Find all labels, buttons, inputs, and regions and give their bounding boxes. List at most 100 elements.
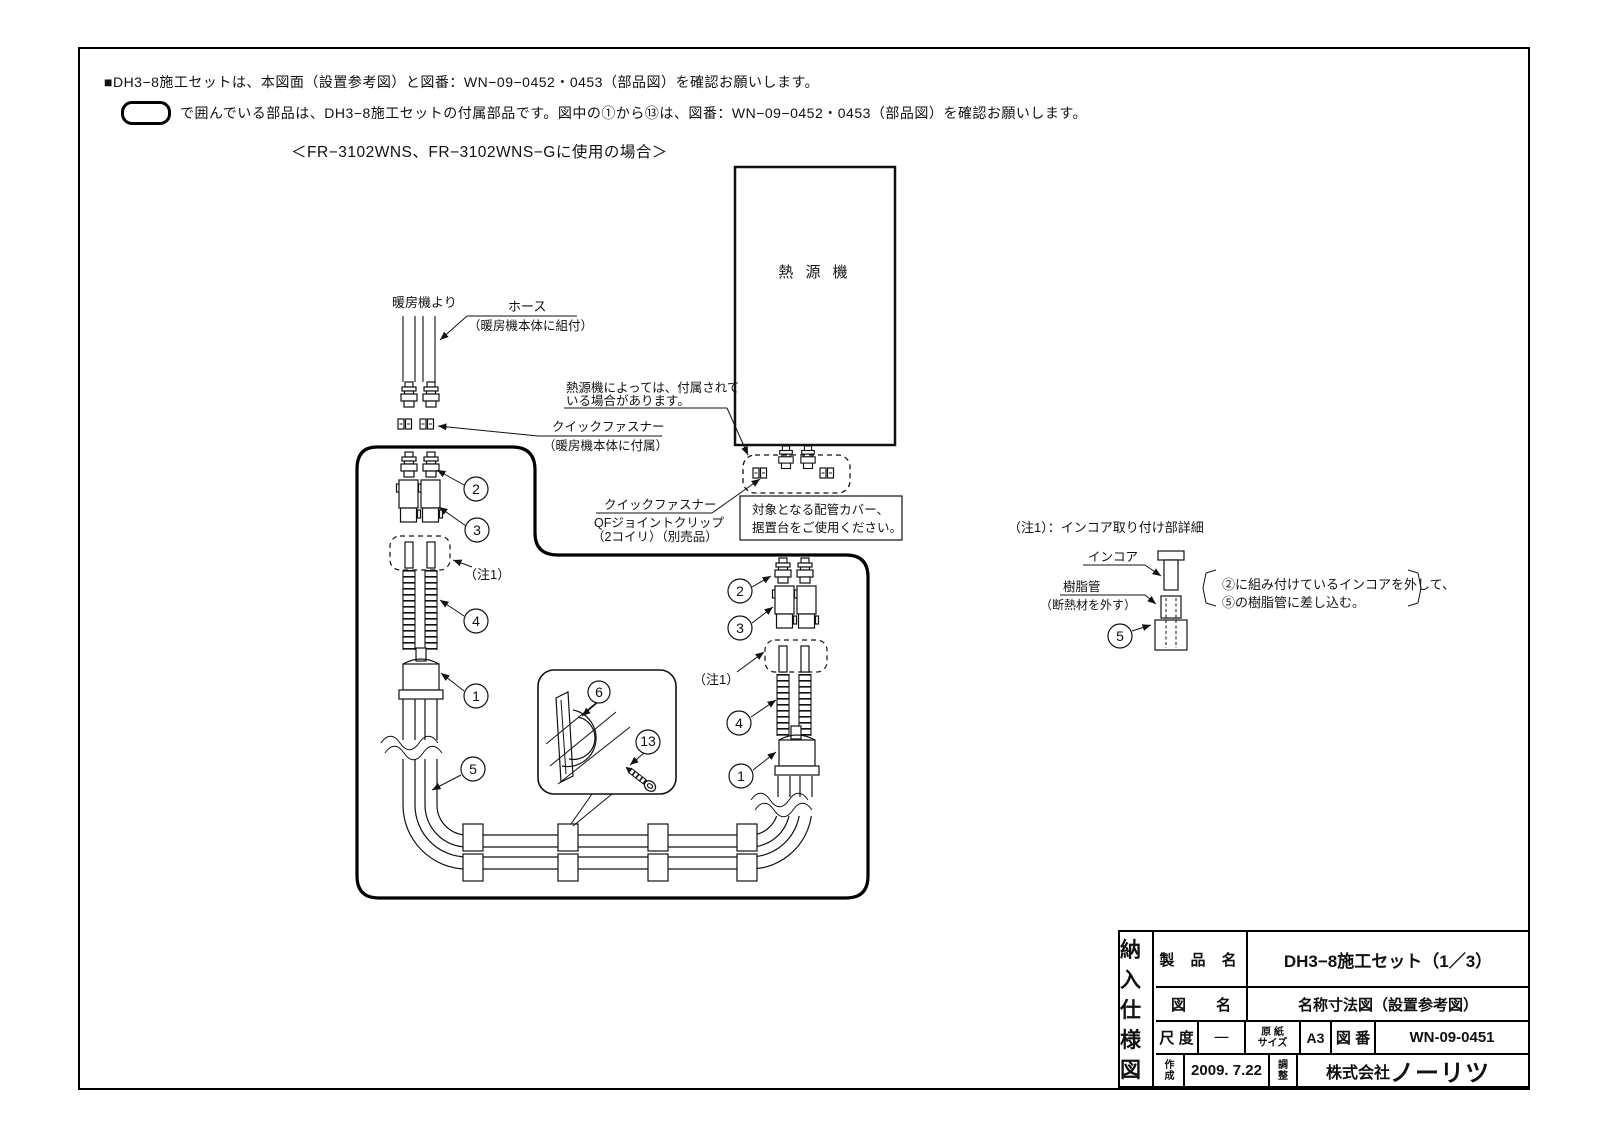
heat-source-outlet-group <box>742 445 851 494</box>
note-line-2-text: で囲んでいる部品は、DH3−8施工セットの付属部品です。図中の①から⑬は、図番：… <box>180 105 1088 121</box>
adjust-label-line1: 調 <box>1278 1059 1288 1071</box>
right-parts-column <box>764 557 828 776</box>
qf-attachment-dashed-outline <box>742 454 851 494</box>
quick-fastener-symbol <box>397 418 413 430</box>
part-2-callout <box>727 578 753 604</box>
created-date: 2009. 7.22 <box>1185 1055 1270 1086</box>
quick-fastener-label: クイックファスナー <box>552 420 665 434</box>
part-4-callout <box>463 608 489 634</box>
from-heater-label: 暖房機より <box>392 295 457 310</box>
part-4-callout <box>726 710 752 736</box>
drawing-sheet-border <box>78 47 1530 1090</box>
part-4-number: 4 <box>472 613 480 629</box>
part-callouts-left: 2 3 （注1） 4 1 5 <box>431 469 510 791</box>
created-label-line1: 作 <box>1164 1059 1175 1071</box>
pipe-cover-note-line2: 据置台をご使用ください。 <box>752 520 902 535</box>
heat-source-label: 熱 源 機 <box>778 264 851 281</box>
part-1-callout <box>728 763 754 789</box>
incore-position-dashed-outline <box>389 535 451 571</box>
part-3-number: 3 <box>473 522 481 538</box>
incore-part-body <box>1163 559 1179 591</box>
paper-size-label-line1: 原 紙 <box>1261 1026 1284 1038</box>
pipe-break-symbol <box>750 792 809 808</box>
resin-pipe-label: 樹脂管 <box>1063 579 1101 594</box>
incore-detail: （注1）：インコア取り付け部詳細 インコア 樹脂管 （断熱材を外す） 5 ②に組… <box>1008 520 1455 651</box>
incore-detail-title: （注1）：インコア取り付け部詳細 <box>1008 520 1204 535</box>
part-callouts-right: 2 3 （注1） 4 1 <box>693 575 777 789</box>
enclosure-marker-shape <box>121 101 171 125</box>
part-2-number: 2 <box>472 481 480 497</box>
part-1-number: 1 <box>737 768 745 784</box>
qf-clip-sublabel1: QFジョイントクリップ <box>594 516 724 530</box>
product-name-value: DH3−8施工セット（1／3） <box>1248 932 1528 988</box>
title-block-side-label: 納入仕様図 <box>1120 932 1154 1086</box>
created-label: 作 成 <box>1156 1055 1185 1086</box>
scale-label: 尺 度 <box>1156 1022 1199 1055</box>
title-block: 納入仕様図 製 品 名 DH3−8施工セット（1／3） 図 名 名称寸法図（設置… <box>1118 930 1530 1088</box>
adjust-label-line2: 整 <box>1278 1070 1288 1082</box>
quick-fastener-symbol <box>752 467 768 479</box>
incore-instruction-line2: ⑤の樹脂管に差し込む。 <box>1222 595 1365 610</box>
pipe-cover-note-line1: 対象となる配管カバー、 <box>752 502 889 517</box>
part-5-number: 5 <box>1116 628 1124 644</box>
company-cell: 株式会社 ノーリツ <box>1298 1055 1528 1087</box>
part-6-number: 6 <box>595 684 603 700</box>
note-line-1: ■DH3−8施工セットは、本図面（設置参考図）と図番：WN−09−0452・04… <box>104 74 820 90</box>
note1-ref-left: （注1） <box>464 567 510 582</box>
heat-source-note-line1: 熱源機によっては、付属されて <box>566 380 739 395</box>
drawing-no-value: WN-09-0451 <box>1376 1022 1528 1055</box>
paper-size-label: 原 紙 サイズ <box>1246 1022 1301 1055</box>
part-2-callout <box>463 476 489 502</box>
quick-fastener-symbol <box>819 467 835 479</box>
part-4-number: 4 <box>735 715 743 731</box>
heater-hose-group <box>397 316 440 430</box>
part-3-callout <box>464 517 490 543</box>
paper-size-value: A3 <box>1301 1022 1332 1055</box>
left-parts-column <box>389 451 451 700</box>
hose-sublabel: （暖房機本体に組付） <box>468 318 593 333</box>
screw-part <box>625 766 657 792</box>
resin-pipe-part <box>1160 595 1182 619</box>
part-3-callout <box>727 615 753 641</box>
scale-value: 一 <box>1199 1022 1246 1055</box>
part-1-number: 1 <box>472 688 480 704</box>
clamp-detail-inset <box>537 669 677 827</box>
note-line-2: で囲んでいる部品は、DH3−8施工セットの付属部品です。図中の①から⑬は、図番：… <box>121 101 1087 125</box>
heat-source-note-line2: いる場合があります。 <box>566 393 690 408</box>
product-name-label: 製 品 名 <box>1156 932 1248 988</box>
drawing-name-label: 図 名 <box>1156 988 1248 1022</box>
incore-part-cap <box>1157 550 1185 561</box>
connection-pipes <box>380 699 814 882</box>
pipe-clamps <box>462 823 758 882</box>
created-label-line2: 成 <box>1164 1070 1175 1082</box>
part-5-callout <box>460 756 486 782</box>
pipe-cover-note-box: 対象となる配管カバー、 据置台をご使用ください。 <box>739 495 903 541</box>
paper-size-label-line2: サイズ <box>1257 1037 1288 1049</box>
quick-fastener-symbol <box>419 418 435 430</box>
part-2-number: 2 <box>736 583 744 599</box>
part-1-callout <box>463 683 489 709</box>
usage-model-line: ＜FR−3102WNS、FR−3102WNS−Gに使用の場合＞ <box>291 144 668 161</box>
incore-instruction-line1: ②に組み付けているインコアを外して、 <box>1222 577 1455 592</box>
part-callouts-inset: 6 13 <box>581 680 661 766</box>
note1-ref-right: （注1） <box>693 672 739 687</box>
drawing-name-value: 名称寸法図（設置参考図） <box>1248 988 1528 1022</box>
bracket-right <box>1407 569 1422 607</box>
kit-enclosure-outline <box>355 445 870 900</box>
resin-pipe-sublabel: （断熱材を外す） <box>1040 597 1136 612</box>
part-3-number: 3 <box>736 620 744 636</box>
adjust-label: 調 整 <box>1270 1055 1298 1086</box>
qf-clip-sublabel2: （2コイリ）（別売品） <box>592 529 718 544</box>
part-6-callout <box>587 680 611 704</box>
drawing-no-label: 図 番 <box>1332 1022 1376 1055</box>
part-13-number: 13 <box>640 733 656 749</box>
company-logo-text: ノーリツ <box>1390 1060 1490 1087</box>
part-13-callout <box>635 729 661 755</box>
heat-source-unit: 熱 源 機 <box>733 165 897 447</box>
incore-label: インコア <box>1088 550 1138 564</box>
qf-clip-label: クイックファスナー <box>604 498 717 512</box>
pipe-clamp-part <box>545 691 631 785</box>
quick-fastener-sublabel: （暖房機本体に付属） <box>543 438 668 453</box>
part-5-callout <box>1107 623 1133 649</box>
